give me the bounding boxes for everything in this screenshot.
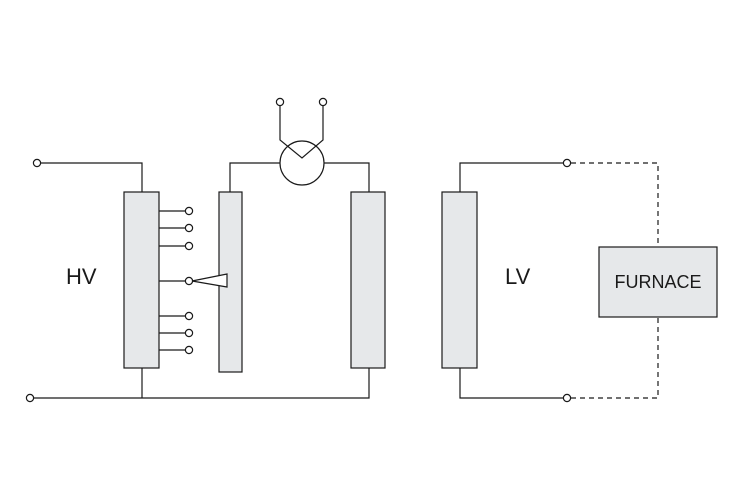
tap-terminal-6[interactable] [184,328,194,338]
ct-terminal-left[interactable] [275,97,285,107]
tap-leads [159,210,186,351]
lv-top-wire [459,162,567,192]
tap-terminal-3[interactable] [184,241,194,251]
hv-bottom-supply-wire [30,368,370,399]
tap-terminal-4[interactable] [184,276,194,286]
tap-terminal-5[interactable] [184,311,194,321]
tap-terminals [184,206,194,355]
current-transformer [279,140,325,186]
hv-label: HV [66,264,97,289]
furnace-label: FURNACE [614,272,701,292]
furnace-top-lead [571,162,659,247]
hv-top-supply-wire [37,162,143,192]
ct-lead-left [279,104,324,159]
hv-supply-wiring [25,158,370,403]
tap-terminal-7[interactable] [184,345,194,355]
hv-bottom-input-terminal[interactable] [25,393,35,403]
main-winding [350,191,386,369]
lv-bottom-output-terminal[interactable] [562,393,572,403]
series-link [229,97,370,192]
tap-terminal-1[interactable] [184,206,194,216]
lv-label: LV [505,264,531,289]
ct-terminal-right[interactable] [318,97,328,107]
hv-top-input-terminal[interactable] [32,158,42,168]
tap-selector-contact[interactable] [191,273,228,288]
lv-top-output-terminal[interactable] [562,158,572,168]
lv-bottom-wire [459,368,567,399]
hv-winding [123,191,160,369]
furnace-connection: FURNACE [571,162,718,399]
hv-tapped-winding [123,191,194,369]
tap-changer [191,191,243,373]
tap-terminal-2[interactable] [184,223,194,233]
furnace-bottom-lead [571,317,659,399]
furnace-box [598,246,718,318]
lv-winding [441,191,478,369]
lv-side [441,158,572,403]
